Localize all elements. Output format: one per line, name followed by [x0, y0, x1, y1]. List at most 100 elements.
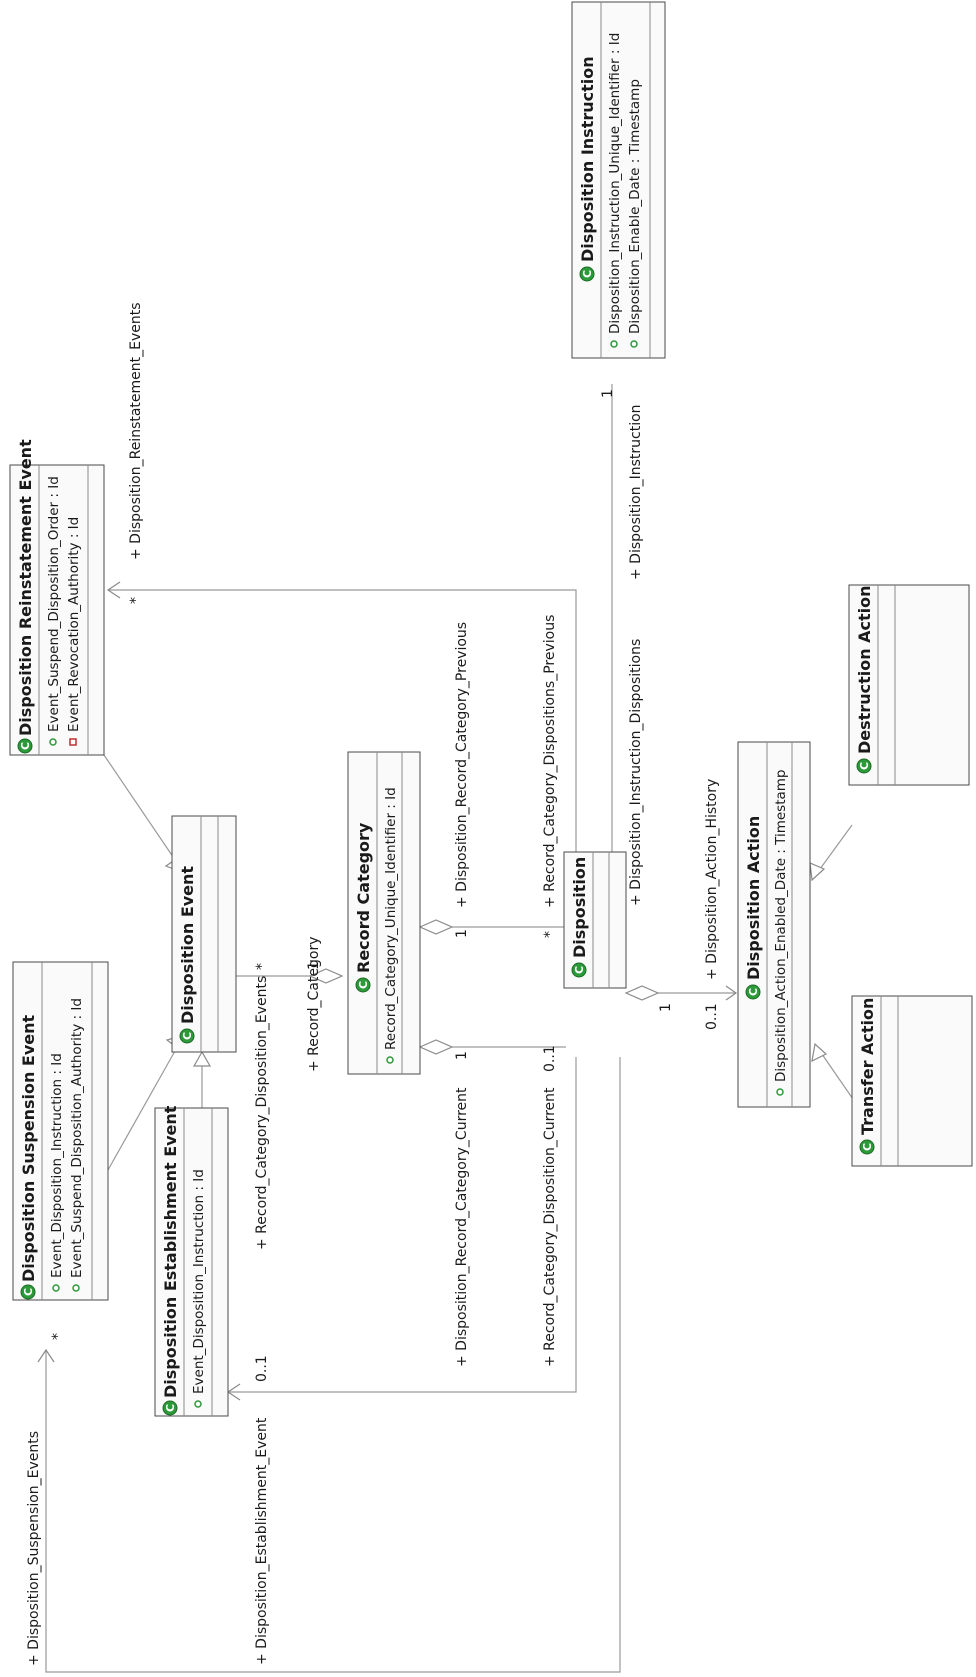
role-disposition-suspension-events: + Disposition_Suspension_Events [26, 1431, 42, 1666]
class-disposition-instruction[interactable]: C Disposition Instruction Disposition_In… [571, 1, 666, 359]
role-labels: + Disposition_Suspension_Events + Dispos… [26, 302, 720, 1666]
attribute: Disposition_Action_Enabled_Date : Timest… [773, 770, 789, 1083]
generalization-reinstatement-to-event [103, 754, 185, 874]
attribute: Event_Suspend_Disposition_Order : Id [46, 476, 62, 732]
class-icon: C [355, 977, 371, 993]
association-reinstatement-events [108, 589, 577, 913]
role-disposition-establishment-event: + Disposition_Establishment_Event [254, 1417, 270, 1665]
role-disposition-instruction: + Disposition_Instruction [628, 404, 644, 580]
public-attribute-icon [630, 340, 638, 348]
multiplicities: * 0..1 * 1 * 1 1 * 0..1 * 1 1 0..1 [50, 389, 720, 1382]
svg-text:C: C [22, 1288, 35, 1296]
class-name: Disposition Event [178, 866, 197, 1024]
private-attribute-icon [69, 738, 77, 746]
svg-text:C: C [581, 270, 594, 278]
public-attribute-icon [72, 1284, 80, 1292]
multiplicity-current-rc-end: 1 [454, 1051, 470, 1060]
class-name: Disposition Action [744, 816, 763, 980]
public-attribute-icon [610, 340, 618, 348]
class-name: Destruction Action [855, 585, 874, 754]
class-icon: C [20, 1284, 36, 1300]
attribute: Event_Revocation_Authority : Id [66, 517, 82, 732]
role-record-category: + Record_Category [306, 936, 322, 1072]
svg-text:C: C [19, 742, 32, 750]
public-attribute-icon [386, 1056, 394, 1064]
svg-text:C: C [181, 1032, 194, 1040]
attribute: Disposition_Instruction_Unique_Identifie… [607, 33, 623, 334]
class-name: Disposition Instruction [578, 56, 597, 262]
navigability-arrow [725, 985, 738, 1001]
attribute: Event_Disposition_Instruction : Id [49, 1053, 65, 1278]
role-disposition-record-category-previous: + Disposition_Record_Category_Previous [454, 622, 470, 908]
association-establishment-event [228, 1057, 577, 1393]
public-attribute-icon [194, 1400, 202, 1408]
svg-text:C: C [357, 981, 370, 989]
class-disposition-action[interactable]: C Disposition Action Disposition_Action_… [737, 741, 811, 1108]
role-record-category-disposition-current: + Record_Category_Disposition_Current [542, 1087, 558, 1367]
generalization-suspension-to-event [107, 1034, 185, 1171]
class-icon: C [745, 984, 761, 1000]
class-disposition-event[interactable]: C Disposition Event [171, 815, 237, 1053]
role-disposition-action-history: + Disposition_Action_History [704, 779, 720, 980]
class-icon: C [179, 1028, 195, 1044]
edges [37, 384, 856, 1673]
class-destruction-action[interactable]: C Destruction Action [848, 584, 970, 786]
class-disposition-suspension-event[interactable]: C Disposition Suspension Event Event_Dis… [12, 961, 109, 1301]
association-suspension-events [45, 1057, 621, 1673]
multiplicity-dispositions-previous: * [542, 931, 558, 938]
class-icon: C [17, 738, 33, 754]
public-attribute-icon [49, 738, 57, 746]
multiplicity-suspension-events: * [50, 1333, 66, 1340]
multiplicity-previous-rc-end: 1 [454, 929, 470, 938]
role-record-category-dispositions-previous: + Record_Category_Dispositions_Previous [542, 615, 558, 908]
svg-text:C: C [861, 1143, 874, 1151]
generalization-arrowhead [192, 1050, 212, 1067]
class-transfer-action[interactable]: C Transfer Action [851, 995, 973, 1167]
public-attribute-icon [776, 1088, 784, 1096]
multiplicity-disposition-current: 0..1 [542, 1045, 558, 1072]
role-disposition-reinstatement-events: + Disposition_Reinstatement_Events [128, 302, 144, 560]
class-name: Transfer Action [858, 998, 877, 1135]
navigability-arrow [106, 581, 121, 599]
multiplicity-record-category-end: 1 [306, 961, 322, 970]
svg-text:C: C [573, 966, 586, 974]
aggregation-diamond [624, 985, 660, 1001]
class-disposition-establishment-event[interactable]: C Disposition Establishment Event Event_… [154, 1105, 229, 1417]
role-disposition-record-category-current: + Disposition_Record_Category_Current [454, 1087, 470, 1367]
class-name: Record Category [354, 822, 373, 973]
multiplicity-instruction-end: 1 [600, 389, 616, 398]
aggregation-diamond [418, 1039, 454, 1055]
multiplicity-action-history: 0..1 [704, 1003, 720, 1030]
svg-text:C: C [858, 762, 871, 770]
public-attribute-icon [52, 1284, 60, 1292]
generalization-arrowhead [811, 1042, 828, 1063]
navigability-arrow [37, 1348, 55, 1363]
class-name: Disposition Suspension Event [19, 1014, 38, 1282]
class-name: Disposition Establishment Event [161, 1105, 180, 1398]
class-icon: C [571, 962, 587, 978]
svg-text:C: C [164, 1404, 177, 1412]
multiplicity-action-history-owner: 1 [658, 1003, 674, 1012]
attribute: Disposition_Enable_Date : Timestamp [627, 79, 643, 334]
svg-text:C: C [747, 988, 760, 996]
multiplicity-reinstatement-events: * [128, 597, 144, 604]
role-record-category-disposition-events: + Record_Category_Disposition_Events [254, 976, 270, 1250]
multiplicity-rc-disposition-events: * [254, 963, 270, 970]
attribute: Event_Suspend_Disposition_Authority : Id [69, 998, 85, 1278]
class-icon: C [579, 266, 595, 282]
multiplicity-establishment-event: 0..1 [254, 1355, 270, 1382]
aggregation-diamond [418, 919, 454, 935]
generalization-arrowhead [809, 862, 826, 882]
attribute: Event_Disposition_Instruction : Id [191, 1169, 207, 1394]
class-icon: C [859, 1139, 875, 1155]
attribute: Record_Category_Unique_Identifier : Id [383, 787, 399, 1050]
class-icon: C [856, 758, 872, 774]
class-name: Disposition Reinstatement Event [16, 439, 35, 736]
role-disposition-instruction-dispositions: + Disposition_Instruction_Dispositions [628, 639, 644, 906]
class-name: Disposition [570, 857, 589, 958]
class-disposition[interactable]: C Disposition [563, 851, 627, 989]
class-icon: C [162, 1400, 178, 1416]
class-disposition-reinstatement-event[interactable]: C Disposition Reinstatement Event Event_… [9, 439, 105, 756]
class-record-category[interactable]: C Record Category Record_Category_Unique… [347, 751, 421, 1075]
